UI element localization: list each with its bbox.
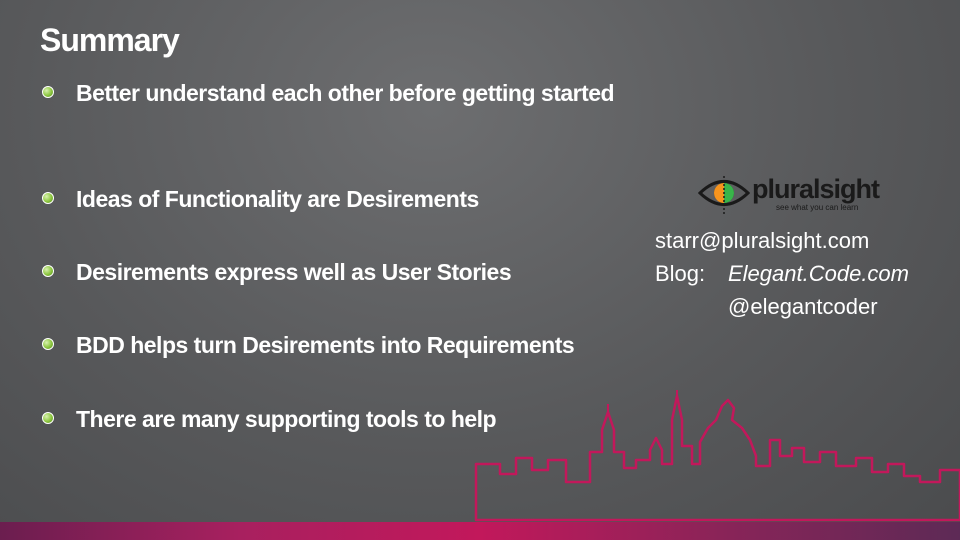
contact-info: starr@pluralsight.com Blog: Elegant.Code.… (655, 224, 909, 323)
bullet-item: Ideas of Functionality are Desirements (40, 184, 640, 215)
city-skyline-icon (474, 390, 960, 522)
pluralsight-logo: pluralsight see what you can learn (698, 172, 898, 218)
bullet-dot-icon (42, 192, 54, 204)
email-text: starr@pluralsight.com (655, 228, 870, 253)
eye-icon (698, 176, 750, 216)
bullet-dot-icon (42, 412, 54, 424)
bullet-item: Desirements express well as User Stories (40, 257, 640, 288)
bullet-text: Better understand each other before gett… (76, 80, 615, 106)
bullet-text: Desirements express well as User Stories (76, 259, 512, 285)
bullet-item: BDD helps turn Desirements into Requirem… (40, 330, 640, 361)
bullet-text: There are many supporting tools to help (76, 406, 497, 432)
bullet-text: Ideas of Functionality are Desirements (76, 186, 479, 212)
logo-wordmark: pluralsight (752, 174, 880, 204)
blog-line: Blog: Elegant.Code.com (655, 257, 909, 290)
bullet-item: There are many supporting tools to help (40, 404, 640, 435)
bullet-item: Better understand each other before gett… (40, 78, 640, 109)
bottom-accent-bar (0, 522, 960, 540)
slide-title: Summary (40, 22, 180, 58)
bullet-dot-icon (42, 338, 54, 350)
blog-link: Elegant.Code.com (728, 261, 909, 286)
logo-tagline: see what you can learn (776, 203, 859, 212)
blog-label: Blog: (655, 261, 706, 286)
bullet-dot-icon (42, 265, 54, 277)
email-line: starr@pluralsight.com (655, 224, 909, 257)
bullet-dot-icon (42, 86, 54, 98)
twitter-line: @elegantcoder (655, 290, 909, 323)
bullet-text: BDD helps turn Desirements into Requirem… (76, 332, 575, 358)
twitter-handle: @elegantcoder (728, 294, 878, 319)
